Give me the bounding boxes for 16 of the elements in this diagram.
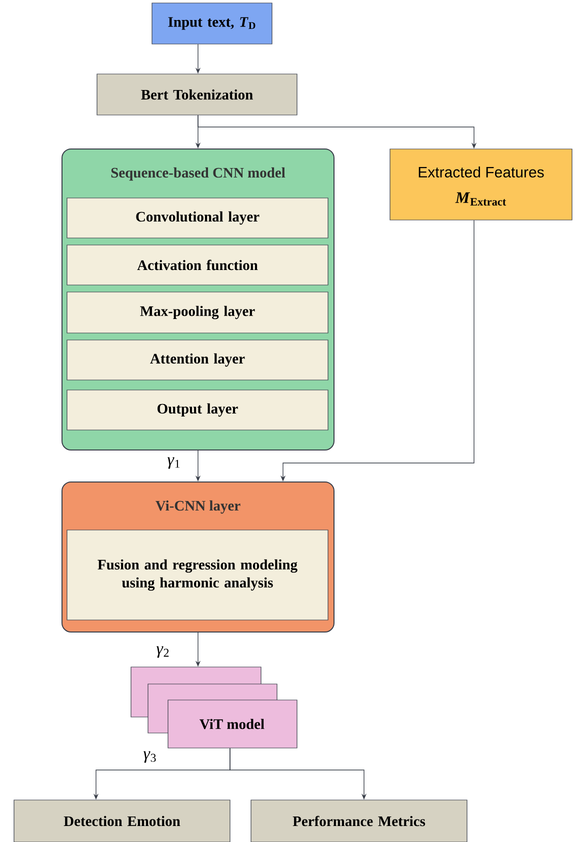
process-box: Attention layer xyxy=(66,340,328,380)
node-label: ViT model xyxy=(200,718,264,730)
process-box: Output layer xyxy=(66,390,328,430)
process-box: Bert Tokenization xyxy=(96,74,298,116)
process-box: Activation function xyxy=(66,244,328,286)
stacked-model-box: ViT model xyxy=(130,666,298,748)
process-box: Performance Metrics xyxy=(250,800,468,842)
edge-label: γ$_{2}$ xyxy=(156,646,169,658)
process-box: Max-pooling layer xyxy=(66,292,328,334)
edge-label: γ$_{1}$ xyxy=(168,457,180,469)
process-box: Input text, T$_{D}$ xyxy=(152,2,272,44)
process-box: Convolutional layer xyxy=(66,198,328,238)
edge-label: γ$_{3}$ xyxy=(144,751,156,763)
feature-box: Extracted Features M$_{Extract}$ xyxy=(390,148,572,220)
process-box: Fusion and regression modeling using harmonic analysis xyxy=(66,530,328,620)
process-box: Detection Emotion xyxy=(14,800,230,842)
